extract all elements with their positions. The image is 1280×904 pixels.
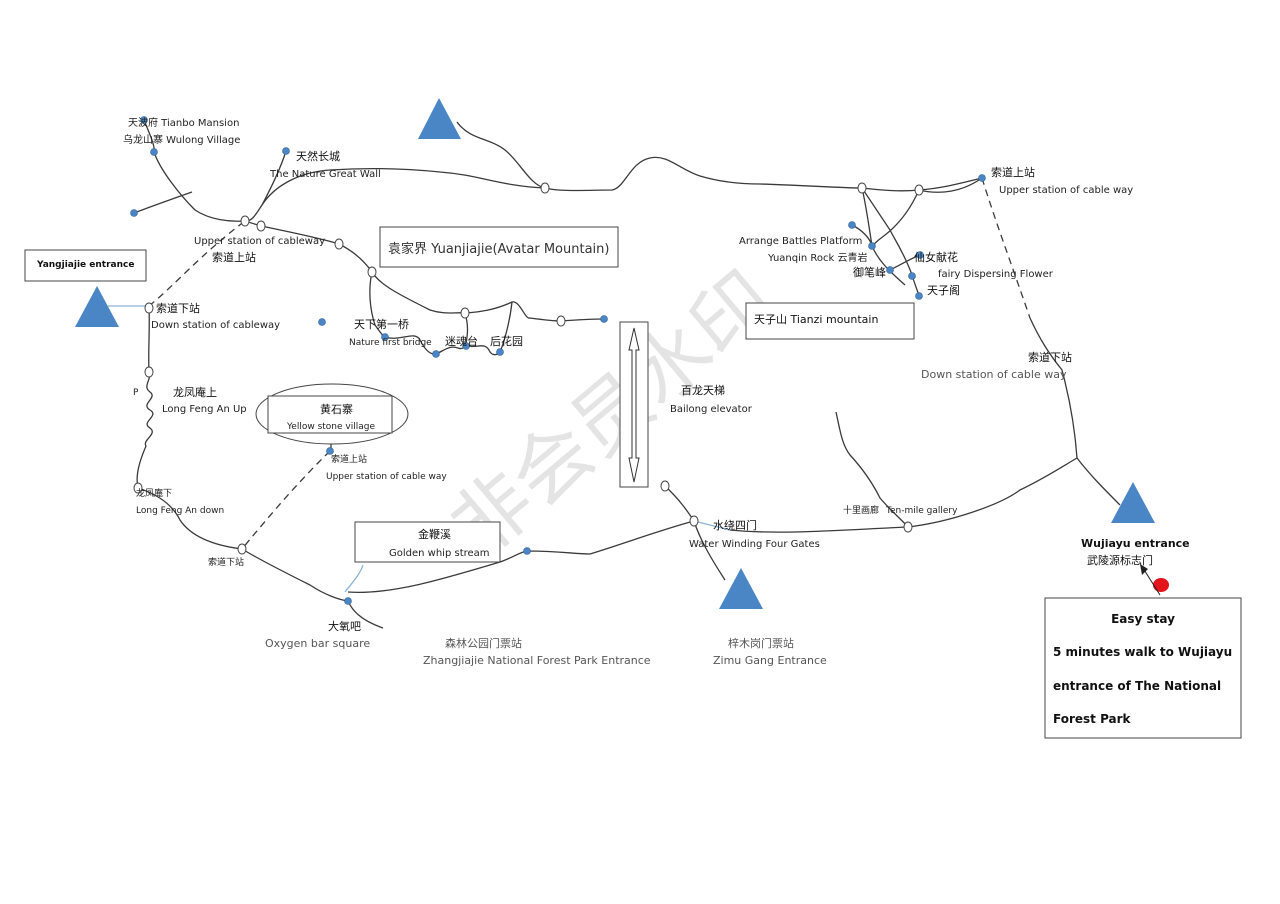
mihun-label: 迷魂台 [445,334,478,348]
great-wall-en: The Nature Great Wall [269,169,381,180]
zimu-entrance-icon [719,568,763,609]
forest-park-en: Zhangjiajie National Forest Park Entranc… [423,654,651,667]
down-station-left-zh: 索道下站 [156,301,200,315]
parking-label: P [133,388,139,398]
xiannv-label: 仙女献花 [914,250,958,264]
first-bridge-zh: 天下第一桥 [354,317,409,331]
zimu-zh: 梓木岗门票站 [728,636,794,650]
map-labels: 天波府 Tianbo Mansion 乌龙山寨 Wulong Village 天… [123,116,1190,667]
golden-whip-zh: 金鞭溪 [418,527,451,541]
great-wall-zh: 天然长城 [296,149,340,163]
yubi-label: 御笔峰 [853,265,886,279]
tianzige-label: 天子阁 [927,283,960,297]
info-title: Easy stay [1111,612,1175,626]
yangjiajie-box [24,249,147,282]
houhuayuan-label: 后花园 [490,335,523,348]
yellow-stone-box [267,395,393,434]
yuanjiajie-title-box [379,226,619,268]
tianzi-label: 天子山 Tianzi mountain [754,313,878,326]
forest-park-zh: 森林公园门票站 [445,636,522,650]
arrow-head [1140,564,1148,575]
upper-station-left-zh: 索道上站 [212,250,256,264]
yellow-stone-en: Yellow stone village [286,422,375,432]
mountain-icon [418,98,461,139]
golden-whip-box [354,521,501,563]
down-station-left-en: Down station of cableway [151,320,280,331]
down-station-yellow: 索道下站 [208,556,244,568]
info-line-1: 5 minutes walk to Wujiayu [1053,645,1232,659]
route-nodes [133,182,924,555]
down-station-right-en: Down station of cable way [921,368,1067,381]
info-line-3: Forest Park [1053,712,1132,726]
tianbo-label: 天波府 Tianbo Mansion [128,116,239,129]
longfeng-down-en: Long Feng An down [136,506,224,516]
ten-mile-zh: 十里画廊 [843,504,879,516]
water-winding-en: Water Winding Four Gates [689,539,820,550]
ten-mile-en: Ten-mile gallery [885,506,958,516]
longfeng-up-en: Long Feng An Up [162,404,247,415]
oxygen-zh: 大氧吧 [328,619,361,633]
info-line-2: entrance of The National [1053,679,1221,693]
yangjiajie-label: Yangjiajie entrance [36,260,134,270]
golden-whip-en: Golden whip stream [389,548,490,559]
wujiayu-en: Wujiayu entrance [1081,537,1190,550]
arrange-battles-label: Arrange Battles Platform [739,236,862,247]
down-station-right-zh: 索道下站 [1028,350,1072,364]
upper-station-right-zh: 索道上站 [991,165,1035,179]
upper-station-yellow-en: Upper station of cable way [326,472,447,482]
wujiayu-entrance-icon [1111,482,1155,523]
longfeng-up-zh: 龙凤庵上 [173,385,217,399]
upper-station-right-en: Upper station of cable way [999,185,1133,196]
longfeng-down-zh: 龙凤庵下 [136,487,172,499]
entrance-markers [75,98,1155,609]
yangjiajie-entrance-icon [75,286,119,327]
zimu-en: Zimu Gang Entrance [713,654,827,667]
yuanqin-label: Yuanqin Rock 云青岩 [767,251,868,264]
hotel-location-marker [1153,578,1169,592]
oxygen-en: Oxygen bar square [265,637,370,650]
yuanjiajie-title: 袁家界 Yuanjiajie(Avatar Mountain) [388,241,609,257]
fairy-label: fairy Dispersing Flower [938,269,1054,280]
wulong-label: 乌龙山寨 Wulong Village [123,133,240,146]
first-bridge-en: Nature first bridge [349,338,432,348]
tianzi-box [745,302,915,340]
poi-dots [130,116,986,605]
bailong-en: Bailong elevator [670,404,753,415]
info-box [1044,597,1242,739]
yellow-stone-zh: 黄石寨 [320,402,353,416]
route-lines [108,119,1121,629]
water-winding-zh: 水绕四门 [713,518,757,532]
pointer-arrow [1142,567,1161,596]
upper-station-left-en: Upper station of cableway [194,236,325,247]
wujiayu-zh: 武陵源标志门 [1087,553,1153,567]
upper-station-yellow-zh: 索道上站 [331,453,367,465]
bailong-zh: 百龙天梯 [681,384,725,397]
